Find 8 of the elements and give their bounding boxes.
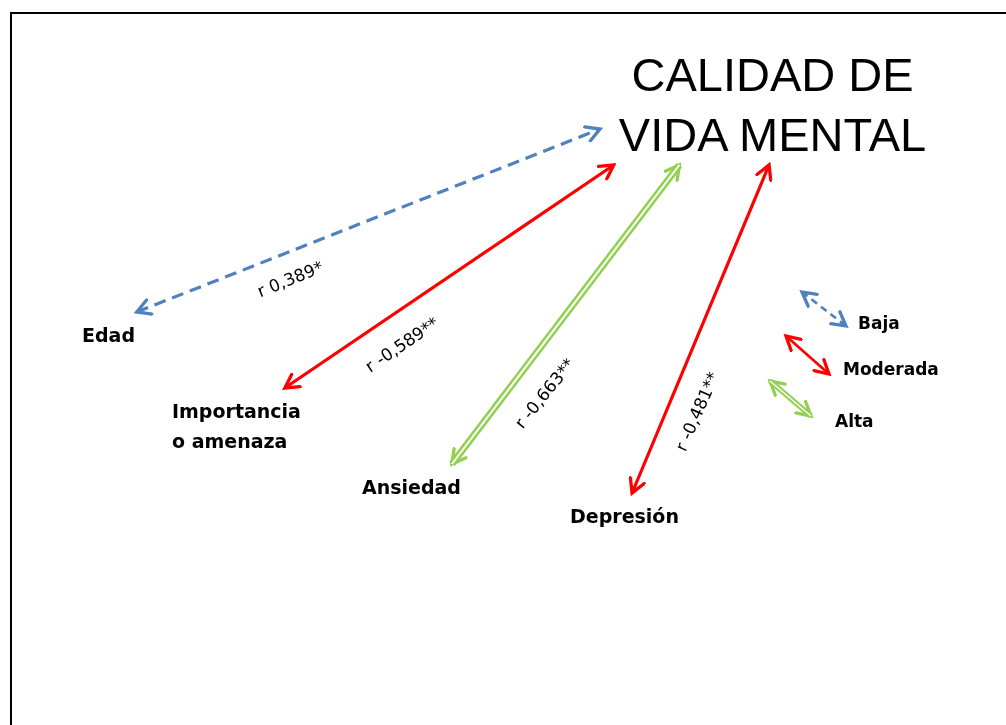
variable-label: Edad (82, 323, 136, 348)
legend-label: Baja (858, 313, 900, 333)
variable-label: Depresión (570, 504, 680, 529)
legend-label: Moderada (843, 359, 939, 379)
variable-label: Ansiedad (362, 475, 462, 500)
legend-label: Alta (835, 411, 874, 431)
title-text: CALIDAD DE VIDA MENTAL (617, 47, 928, 163)
variable-label: Importancia o amenaza (172, 399, 302, 454)
